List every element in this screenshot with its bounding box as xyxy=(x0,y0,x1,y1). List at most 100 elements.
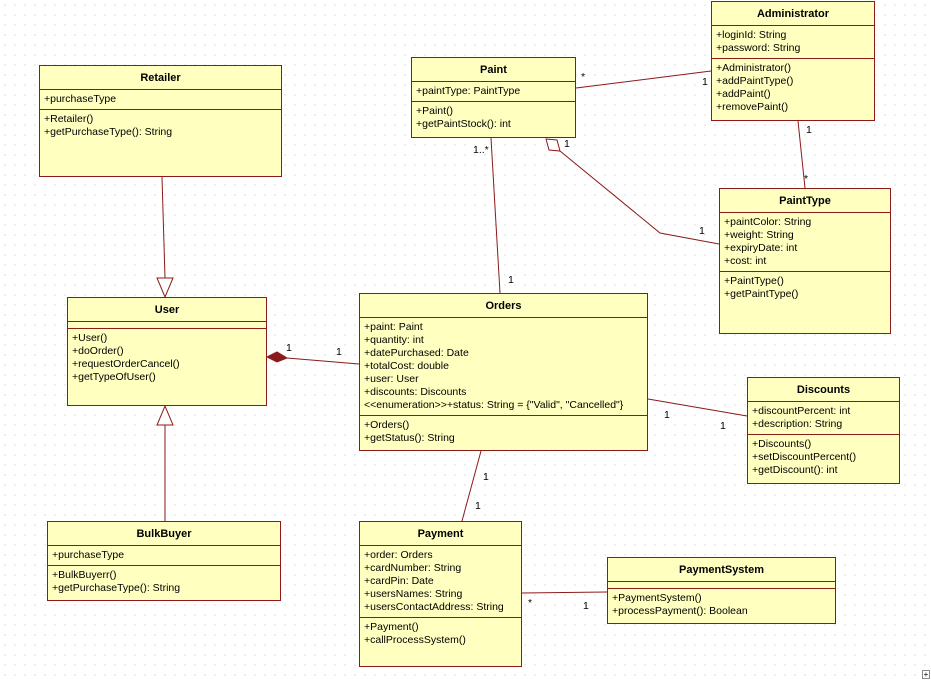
operation: +processPayment(): Boolean xyxy=(612,605,748,617)
multiplicity-label: 1 xyxy=(286,342,292,354)
bulkbuyer-generalization-arrowhead xyxy=(156,404,174,426)
multiplicity-label: 1 xyxy=(564,138,570,150)
operation: +getPurchaseType(): String xyxy=(44,126,173,138)
multiplicity-label: 1 xyxy=(664,409,670,421)
class-user[interactable]: User +User() +doOrder() +requestOrderCan… xyxy=(67,297,267,406)
operation: +Orders() xyxy=(364,419,410,431)
operation: +doOrder() xyxy=(72,345,124,357)
attribute: +cardPin: Date xyxy=(364,575,434,587)
operation-compartment: +Payment() +callProcessSystem() xyxy=(360,618,521,666)
class-name: Retailer xyxy=(40,66,281,90)
attribute-compartment: +loginId: String +password: String xyxy=(712,26,874,59)
attribute: +loginId: String xyxy=(716,29,787,41)
operation: +getPaintStock(): int xyxy=(416,118,511,130)
operation: +addPaintType() xyxy=(716,75,794,87)
operation: +PaintType() xyxy=(724,275,784,287)
multiplicity-label: 1 xyxy=(483,471,489,483)
class-name: PaymentSystem xyxy=(608,558,835,582)
class-name: Payment xyxy=(360,522,521,546)
multiplicity-label: 1 xyxy=(508,274,514,286)
attribute: +description: String xyxy=(752,418,843,430)
class-painttype[interactable]: PaintType +paintColor: String +weight: S… xyxy=(719,188,891,334)
orders-payment-association xyxy=(461,450,482,522)
operation-compartment: +Discounts() +setDiscountPercent() +getD… xyxy=(748,435,899,483)
attribute: +purchaseType xyxy=(44,93,117,105)
class-name: Discounts xyxy=(748,378,899,402)
operation-compartment: +Retailer() +getPurchaseType(): String xyxy=(40,110,281,176)
class-discounts[interactable]: Discounts +discountPercent: int +descrip… xyxy=(747,377,900,484)
attribute-compartment xyxy=(608,582,835,589)
attribute: +paintType: PaintType xyxy=(416,85,521,97)
attribute: +paint: Paint xyxy=(364,321,423,333)
operation: +getTypeOfUser() xyxy=(72,371,156,383)
class-name: Administrator xyxy=(712,2,874,26)
attribute: +purchaseType xyxy=(52,549,125,561)
operation: +Retailer() xyxy=(44,113,94,125)
operation: +callProcessSystem() xyxy=(364,634,466,646)
class-orders[interactable]: Orders +paint: Paint +quantity: int +dat… xyxy=(359,293,648,451)
operation: +getStatus(): String xyxy=(364,432,455,444)
class-paymentsystem[interactable]: PaymentSystem +PaymentSystem() +processP… xyxy=(607,557,836,624)
attribute: +expiryDate: int xyxy=(724,242,798,254)
user-orders-composition xyxy=(286,357,360,365)
attribute-compartment: +discountPercent: int +description: Stri… xyxy=(748,402,899,435)
operation-compartment: +BulkBuyerr() +getPurchaseType(): String xyxy=(48,566,280,600)
multiplicity-label: 1 xyxy=(720,420,726,432)
multiplicity-label: * xyxy=(581,71,586,83)
operation: +getPurchaseType(): String xyxy=(52,582,181,594)
class-name: User xyxy=(68,298,266,322)
attribute-compartment: +purchaseType xyxy=(48,546,280,566)
attribute-compartment: +order: Orders +cardNumber: String +card… xyxy=(360,546,521,618)
attribute: +usersContactAddress: String xyxy=(364,601,504,613)
attribute: +datePurchased: Date xyxy=(364,347,469,359)
class-paint[interactable]: Paint +paintType: PaintType +Paint() +ge… xyxy=(411,57,576,138)
attribute: +discountPercent: int xyxy=(752,405,851,417)
paint-painttype-aggregation xyxy=(559,150,720,245)
attribute-compartment: +paint: Paint +quantity: int +datePurcha… xyxy=(360,318,647,416)
attribute: +cardNumber: String xyxy=(364,562,462,574)
operation-compartment: +Administrator() +addPaintType() +addPai… xyxy=(712,59,874,120)
operation: +removePaint() xyxy=(716,101,789,113)
attribute-compartment: +paintType: PaintType xyxy=(412,82,575,102)
attribute: +weight: String xyxy=(724,229,794,241)
composition-diamond xyxy=(265,351,289,363)
attribute-compartment: +purchaseType xyxy=(40,90,281,110)
paint-administrator-association xyxy=(575,70,712,89)
class-administrator[interactable]: Administrator +loginId: String +password… xyxy=(711,1,875,121)
attribute-compartment xyxy=(68,322,266,329)
multiplicity-label: 1 xyxy=(702,76,708,88)
class-name: Paint xyxy=(412,58,575,82)
class-retailer[interactable]: Retailer +purchaseType +Retailer() +getP… xyxy=(39,65,282,177)
attribute: +order: Orders xyxy=(364,549,433,561)
multiplicity-label: 1 xyxy=(806,124,812,136)
operation: +getPaintType() xyxy=(724,288,799,300)
multiplicity-label: 1..* xyxy=(473,144,489,156)
operation: +BulkBuyerr() xyxy=(52,569,117,581)
class-name: BulkBuyer xyxy=(48,522,280,546)
payment-paymentsystem-association xyxy=(521,591,608,594)
operation: +Payment() xyxy=(364,621,419,633)
resize-corner-handle[interactable]: + xyxy=(922,670,930,679)
multiplicity-label: 1 xyxy=(336,346,342,358)
operation: +User() xyxy=(72,332,108,344)
multiplicity-label: * xyxy=(528,597,533,609)
operation: +Administrator() xyxy=(716,62,791,74)
multiplicity-label: 1 xyxy=(475,500,481,512)
attribute: +password: String xyxy=(716,42,801,54)
attribute: +usersNames: String xyxy=(364,588,463,600)
attribute: +paintColor: String xyxy=(724,216,812,228)
attribute-compartment: +paintColor: String +weight: String +exp… xyxy=(720,213,890,272)
attribute: +totalCost: double xyxy=(364,360,449,372)
attribute: +cost: int xyxy=(724,255,767,267)
administrator-painttype-association xyxy=(797,120,806,189)
class-name: PaintType xyxy=(720,189,890,213)
class-bulkbuyer[interactable]: BulkBuyer +purchaseType +BulkBuyerr() +g… xyxy=(47,521,281,601)
class-payment[interactable]: Payment +order: Orders +cardNumber: Stri… xyxy=(359,521,522,667)
multiplicity-label: 1 xyxy=(583,600,589,612)
operation-compartment: +PaintType() +getPaintType() xyxy=(720,272,890,333)
operation: +getDiscount(): int xyxy=(752,464,838,476)
class-name: Orders xyxy=(360,294,647,318)
orders-discounts-association xyxy=(647,398,748,417)
